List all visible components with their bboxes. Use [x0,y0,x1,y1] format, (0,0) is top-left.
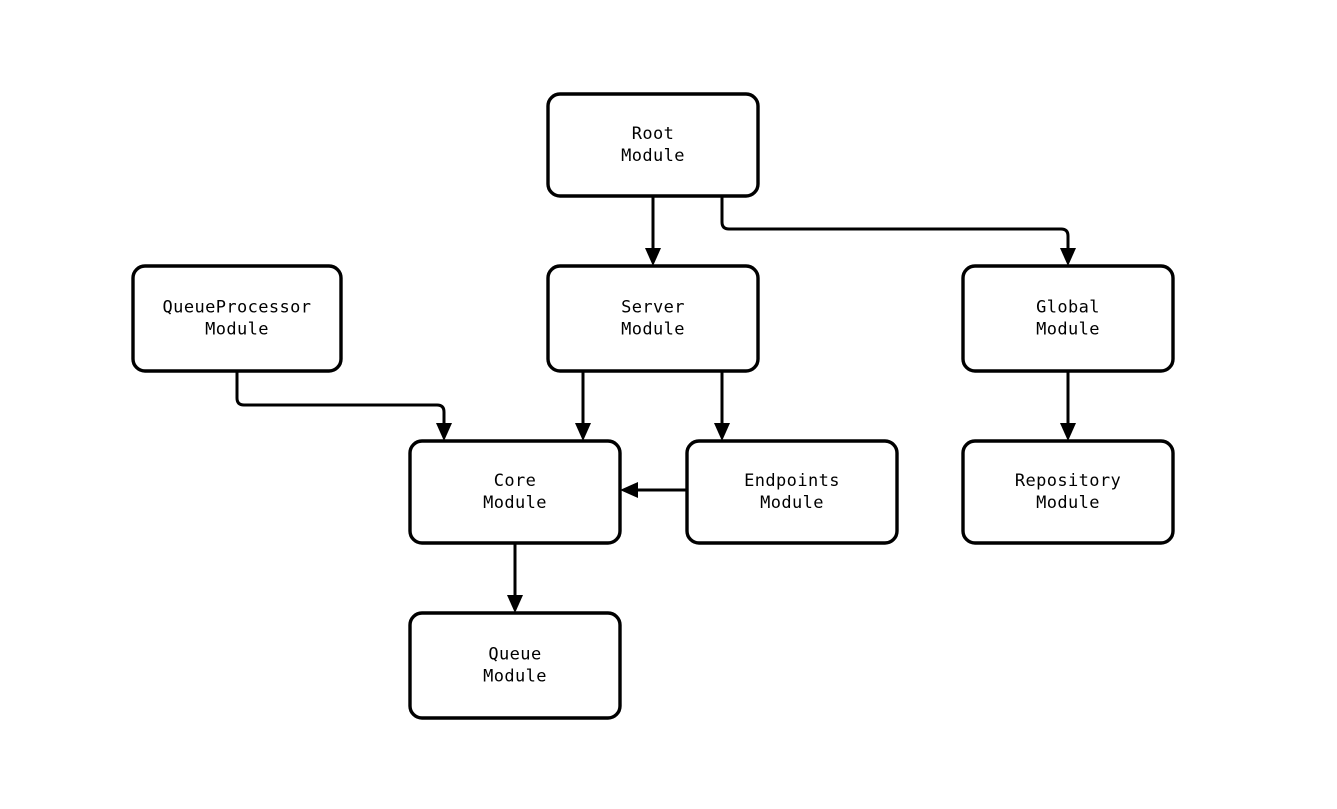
node-label-line2: Module [1036,320,1100,340]
edge-arrowhead-icon [620,482,638,498]
edge-server-to-endpoints [714,371,730,441]
node-label-line1: Endpoints [744,471,840,491]
node-shape[interactable] [685,439,899,545]
edge-root-to-global [720,196,1076,266]
edge-line [720,196,1070,252]
node-shape[interactable] [546,92,760,198]
node-label-line2: Module [483,667,547,687]
edge-arrowhead-icon [714,423,730,441]
node-shape[interactable] [961,439,1175,545]
edge-root-to-server [645,196,661,266]
edge-endpoints-to-core [620,482,687,498]
edge-arrowhead-icon [507,595,523,613]
edge-arrowhead-icon [1060,423,1076,441]
node-label-line1: Core [494,471,537,491]
node-shape[interactable] [961,264,1175,373]
node-shape[interactable] [131,264,343,373]
node-label-line2: Module [621,146,685,166]
edge-arrowhead-icon [1060,248,1076,266]
node-shape[interactable] [408,439,622,545]
edge-arrowhead-icon [575,423,591,441]
edge-core-to-queue [507,543,523,613]
node-label-line1: Global [1036,298,1100,318]
edge-global-to-repository [1060,371,1076,441]
edge-arrowhead-icon [436,423,452,441]
node-label-line2: Module [621,320,685,340]
node-label-line1: Repository [1015,471,1121,491]
node-label-line2: Module [760,493,824,513]
node-shape[interactable] [408,611,622,720]
node-label-line1: QueueProcessor [163,298,312,318]
node-shape[interactable] [546,264,760,373]
edges-layer [235,196,1076,613]
edge-arrowhead-icon [645,248,661,266]
node-label-line2: Module [1036,493,1100,513]
nodes-layer: RootModuleQueueProcessorModuleServerModu… [131,92,1175,720]
node-label-line1: Root [632,124,675,144]
node-label-line2: Module [205,320,269,340]
edge-line [235,371,446,427]
node-label-line2: Module [483,493,547,513]
edge-server-to-core [575,371,591,441]
edge-queueprocessor-to-core [235,371,452,441]
node-label-line1: Queue [488,645,541,665]
node-label-line1: Server [621,298,685,318]
